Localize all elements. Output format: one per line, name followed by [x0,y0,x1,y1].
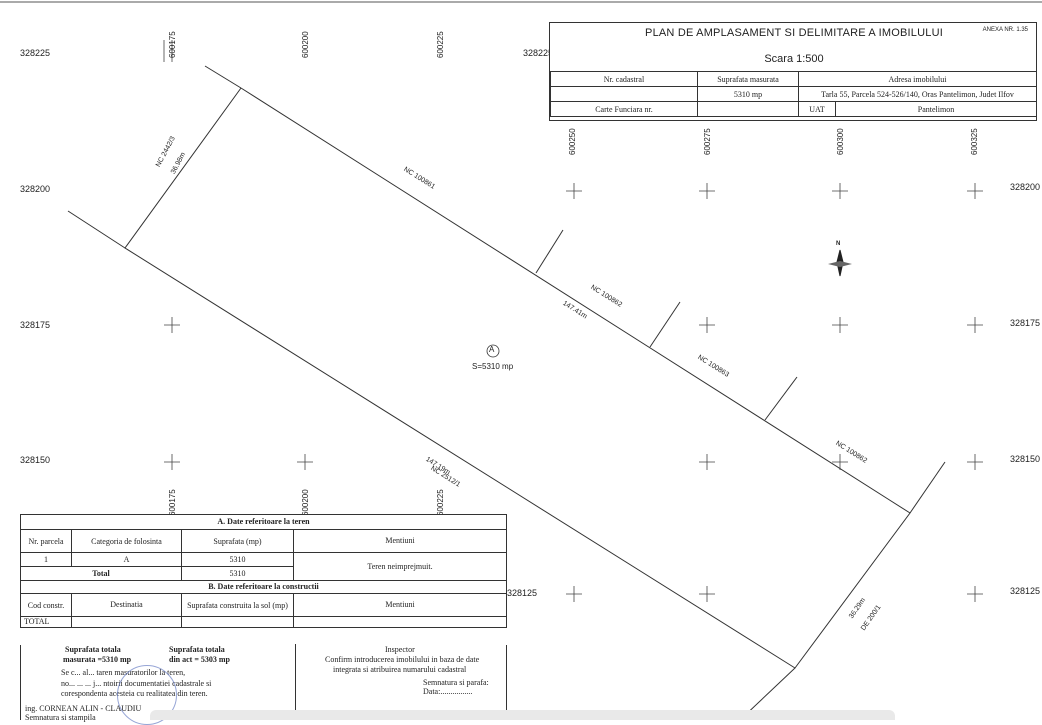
title-table: Nr. cadastral Suprafata masurata Adresa … [550,71,1037,117]
x-label-600175-bottom: 600175 [168,489,177,516]
grid-crosses [163,40,983,602]
row-mention: Teren neimprejmuit. [293,552,507,581]
col-code: Cod constr. [20,593,72,617]
x-label-600200-bottom: 600200 [301,489,310,516]
total-b-empty-1 [71,616,182,628]
y-label-328125-right: 328125 [1010,586,1041,596]
act-area-label: Suprafata totala [169,645,225,654]
certification-footer: Suprafata totala masurata =5310 mp Supra… [20,644,507,725]
parcel-boundary [67,65,946,720]
y-label-328125-mid: 328125 [507,588,538,598]
cadastral-value [550,86,698,102]
col-mentions-b: Mentiuni [293,593,507,617]
total-b-empty-2 [181,616,294,628]
area-value: 5310 mp [697,86,799,102]
x-label-600275: 600275 [703,128,712,155]
y-label-328200-left: 328200 [20,184,51,194]
carte-funciara-value [697,101,799,117]
inspector-sign-label: Semnatura si parafa: [423,678,489,687]
carte-funciara-label: Carte Funciara nr. [550,101,698,117]
total-b-empty-3 [293,616,507,628]
row-parcel-nr: 1 [20,552,72,567]
x-label-600175-top: 600175 [168,31,177,58]
y-label-328200-right: 328200 [1010,182,1041,192]
annex-label: ANEXA NR. 1.35 [982,27,1028,33]
address-header: Adresa imobilului [798,71,1037,87]
y-label-328225-mid: 328225 [523,48,554,58]
x-label-600225-bottom: 600225 [436,489,445,516]
parcel-area: S=5310 mp [472,362,514,371]
total-label: Total [20,566,182,581]
y-label-328175-right: 328175 [1010,318,1041,328]
col-mentions: Mentiuni [293,529,507,553]
uat-label: UAT [798,101,836,117]
plan-title: PLAN DE AMPLASAMENT SI DELIMITARE A IMOB… [645,27,943,39]
inspector-text-2: integrata si atribuirea numarului cadast… [333,665,467,674]
x-label-600325: 600325 [970,128,979,155]
section-b-title: B. Date referitoare la constructii [20,580,507,594]
x-label-600300: 600300 [836,128,845,155]
x-label-600250: 600250 [568,128,577,155]
title-block: PLAN DE AMPLASAMENT SI DELIMITARE A IMOB… [549,22,1037,121]
total-value: 5310 [181,566,294,581]
parcel-id: A [489,345,495,354]
total-b-label: TOTAL [20,616,72,628]
address-value: Tarla 55, Parcela 524-526/140, Oras Pant… [798,86,1037,102]
row-area: 5310 [181,552,294,567]
col-area: Suprafata (mp) [181,529,294,553]
measured-area-value: masurata =5310 mp [63,655,132,664]
inspector-date: Data:................ [423,687,473,696]
engineer-name: ing. CORNEAN ALIN - CLAUDIU [25,704,142,713]
inspector-text-1: Confirm introducerea imobilului in baza … [325,655,480,664]
footer-divider [295,644,296,720]
uat-value: Pantelimon [835,101,1037,117]
section-a-title: A. Date referitoare la teren [20,514,507,530]
y-label-328175-left: 328175 [20,320,51,330]
y-label-328150-left: 328150 [20,455,51,465]
col-destination: Destinatia [71,593,182,617]
measured-area-label: Suprafata totala [65,645,121,654]
col-built-area: Suprafata construita la sol (mp) [181,593,294,617]
cadastral-header: Nr. cadastral [550,71,698,87]
col-parcel-nr: Nr. parcela [20,529,72,553]
y-label-328150-right: 328150 [1010,454,1041,464]
x-label-600200-top: 600200 [301,31,310,58]
x-label-600225-top: 600225 [436,31,445,58]
plan-scale: Scara 1:500 [764,53,824,65]
certify-line-1: Se c... al... taren masuratorilor la ter… [61,668,186,677]
bottom-overlay-bar [150,710,895,720]
area-header: Suprafata masurata [697,71,799,87]
land-data-table: A. Date referitoare la teren Nr. parcela… [20,514,507,628]
row-category: A [71,552,182,567]
col-category: Categoria de folosinta [71,529,182,553]
act-area-value: din act = 5303 mp [169,655,231,664]
inspector-label: Inspector [385,645,415,654]
y-label-328225-left: 328225 [20,48,51,58]
parcel-id-circle [486,344,500,358]
engineer-signature-label: Semnatura si stampila [25,713,96,722]
north-arrow-icon [828,249,852,277]
north-label: N [836,241,841,247]
